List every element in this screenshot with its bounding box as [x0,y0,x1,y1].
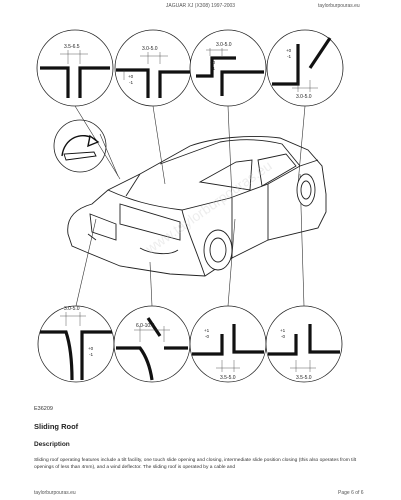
detail-9-flush-bottom: -0 [281,334,286,339]
detail-9-panel-b [308,324,340,354]
detail-7-gap-label: 6.0-10.0 [136,323,155,329]
detail-circle-8 [189,305,267,383]
detail-8-gap-label: 3.5-5.0 [220,375,236,381]
detail-circle-9 [265,305,343,383]
detail-4-flush-bottom: -1 [287,54,292,59]
description-paragraph: Sliding roof operating features include … [34,458,357,470]
detail-1-panel-b [78,66,110,98]
detail-2-flush-bottom: -1 [129,80,134,85]
detail-6-flush-bottom: -1 [89,352,94,357]
detail-6-gap-label: 3.0-5.0 [64,306,80,312]
section-title: Sliding Roof [34,422,79,431]
panel-gap-illustration: 3.5-6.5 3.0-5.0 +0 -1 3.0-5.0 +0 -1 3.0-… [36,29,344,383]
detail-2-panel-b [158,70,190,98]
detail-1-panel-a [40,66,70,98]
detail-circle-7 [113,305,191,383]
detail-4-gap-label: 3.0-5.0 [296,94,312,100]
detail-2-panel-a [116,68,150,98]
detail-8-flush-bottom: -0 [205,334,210,339]
detail-3-flush-bottom: -1 [211,66,216,71]
detail-8-panel-b [232,324,264,354]
detail-8-panel-a [192,334,224,356]
detail-8-flush-top: +1 [204,328,210,333]
figure-id: E36209 [34,406,53,412]
section-subtitle: Description [34,441,70,448]
detail-circle-2 [114,29,192,107]
detail-1-gap-label: 3.5-6.5 [64,44,80,50]
detail-6-panel-a [40,330,74,381]
car-outline [67,136,327,277]
detail-2-flush-top: +0 [128,74,134,79]
detail-9-gap-label: 3.5-5.0 [296,375,312,381]
detail-2-gap-label: 3.0-5.0 [142,46,158,52]
detail-3-panel-a [196,56,236,78]
detail-circle-6 [37,305,115,383]
detail-4-panel-b [308,37,332,69]
detail-9-flush-top: +1 [280,328,286,333]
header-title: JAGUAR XJ (X308) 1997-2003 [165,3,236,9]
detail-3-gap-label: 3.0-5.0 [216,42,232,48]
detail-circle-5 [53,119,107,173]
detail-3-panel-b [220,70,264,96]
detail-4-flush-top: +0 [286,48,292,53]
detail-7-panel-c [146,317,162,337]
detail-7-panel-a [116,346,154,381]
detail-3-flush-top: +0 [210,60,216,65]
detail-9-panel-a [268,334,298,356]
footer-page-number: Page 6 of 6 [338,490,364,496]
header-site: taylorburpouras.eu [318,3,360,9]
footer-site: taylorburpouras.eu [34,490,76,496]
detail-6-flush-top: +0 [88,346,94,351]
detail-6-panel-b [80,330,112,380]
